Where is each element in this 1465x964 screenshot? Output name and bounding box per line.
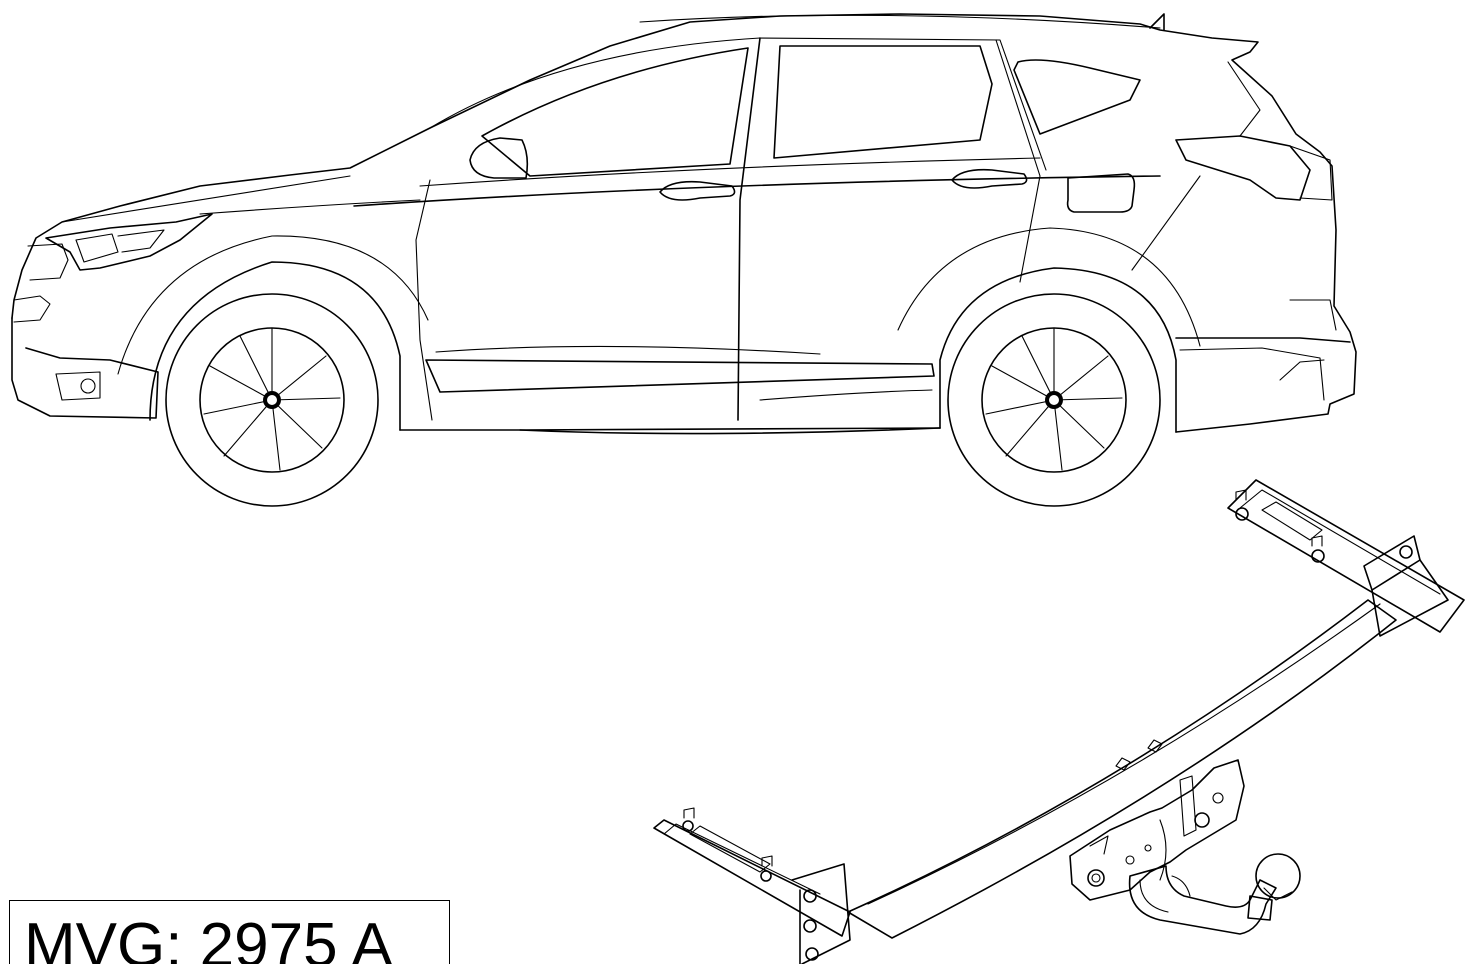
front-wheel-arch: [149, 261, 401, 431]
side-skirt: [425, 359, 935, 393]
front-bumper: [11, 317, 159, 419]
tow-ball: [1255, 853, 1301, 899]
front-wheel-spokes: [203, 327, 341, 471]
car-body-outline: [11, 13, 1357, 433]
rear-bumper: [1175, 337, 1351, 343]
right-mounting-bracket: [1227, 479, 1465, 633]
rear-door-handle: [951, 168, 1028, 189]
car-illustration: [11, 13, 1357, 435]
quarter-window: [1013, 59, 1141, 135]
front-window: [481, 47, 749, 177]
roof-spoiler: [1149, 13, 1165, 31]
left-mounting-bracket: [653, 819, 851, 937]
rear-wheel-arch: [939, 267, 1177, 433]
tow-neck: [1128, 865, 1277, 935]
coupling-mount-plate: [1069, 759, 1245, 901]
rear-wheel-spokes: [985, 327, 1123, 471]
tow-bar-crossbeam: [847, 599, 1397, 939]
headlight: [45, 213, 213, 271]
rear-window: [773, 45, 993, 159]
fuel-door: [1066, 173, 1136, 213]
model-number-label: MVG: 2975 A: [24, 911, 393, 964]
tow-bar-illustration: [653, 479, 1465, 964]
model-number-box: MVG: 2975 A: [9, 900, 450, 964]
car-sill: [399, 427, 941, 431]
rear-wheel: [947, 293, 1161, 507]
tail-light: [1175, 135, 1311, 201]
front-wheel: [165, 293, 379, 507]
front-door-handle: [659, 180, 736, 201]
belt-line: [353, 175, 1161, 207]
side-mirror: [469, 137, 529, 179]
